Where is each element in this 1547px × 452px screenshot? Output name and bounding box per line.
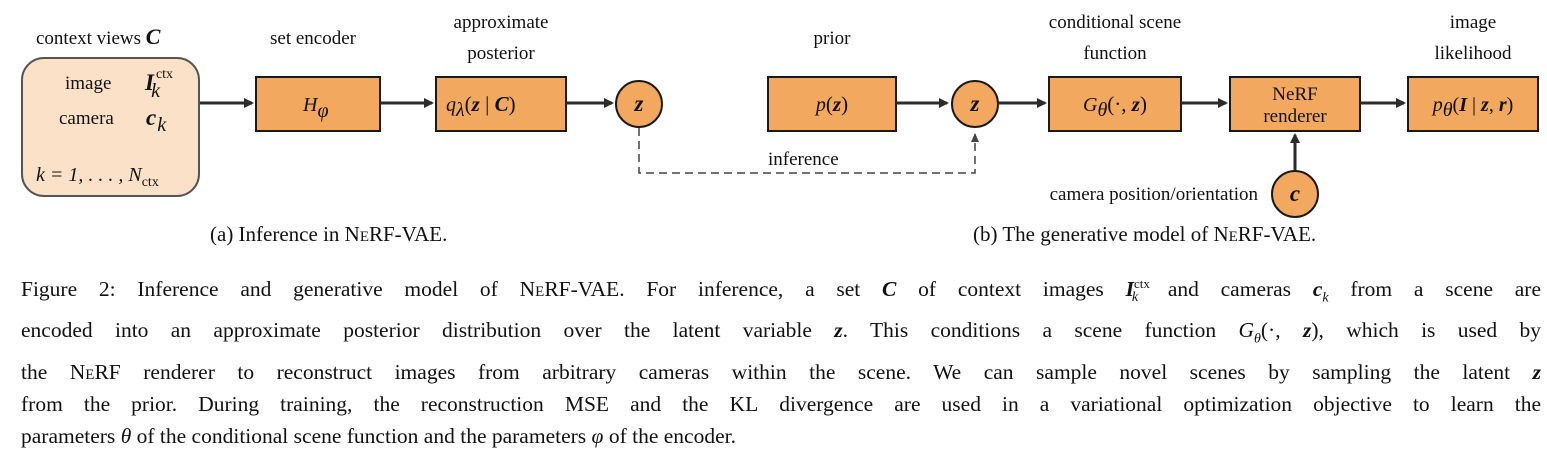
- prior-symbol: p(z): [814, 92, 848, 116]
- nerf-renderer-box: [1229, 76, 1361, 132]
- inference-dashed-link: [638, 128, 979, 174]
- likelihood-symbol: pθ(I | z, r): [1431, 94, 1514, 121]
- prior-label: prior: [814, 28, 852, 49]
- camera-node-symbol: c: [1290, 181, 1300, 206]
- subcaption-a: (a) Inference in NeRF-VAE.: [210, 222, 448, 246]
- likelihood-label-line2: likelihood: [1434, 43, 1512, 64]
- posterior-symbol: qλ(z | C): [446, 92, 516, 121]
- likelihood-label-line1: image: [1450, 12, 1496, 33]
- figure-caption: Figure 2: Inference and generative model…: [21, 268, 1541, 452]
- inference-label: inference: [768, 149, 839, 170]
- scene-function-label-line2: function: [1083, 43, 1147, 64]
- latent-symbol-generative: z: [970, 91, 980, 116]
- context-camera-symbol: ck: [146, 105, 167, 136]
- caption-line-4: from the prior. During training, the rec…: [21, 391, 1542, 416]
- renderer-label-line2: renderer: [1263, 106, 1327, 127]
- latent-symbol-inferred: z: [634, 91, 644, 116]
- camera-position-label: camera position/orientation: [1050, 184, 1259, 205]
- latent-node-inferred: [615, 80, 663, 128]
- scene-function-box: [1048, 76, 1182, 132]
- context-camera-label: camera: [59, 108, 114, 129]
- context-image-label: image: [65, 73, 111, 94]
- posterior-box: [435, 76, 567, 132]
- scene-function-label-line1: conditional scene: [1049, 12, 1181, 33]
- context-views-label: context views C: [36, 24, 161, 49]
- scene-function-symbol: Gθ(·, z): [1083, 92, 1147, 121]
- posterior-label-line2: posterior: [467, 43, 535, 64]
- renderer-label-line1: NeRF: [1272, 84, 1317, 105]
- caption-line-5: parameters θ of the conditional scene fu…: [21, 423, 736, 448]
- likelihood-box: [1407, 76, 1539, 132]
- camera-node: [1271, 170, 1319, 218]
- set-encoder-label: set encoder: [270, 28, 357, 49]
- encoder-symbol: Hφ: [302, 94, 329, 122]
- caption-line-2: encoded into an approximate posterior di…: [21, 318, 1542, 347]
- context-views-box: [21, 57, 200, 197]
- posterior-label-line1: approximate: [454, 12, 549, 33]
- caption-line-1: Figure 2: Inference and generative model…: [21, 276, 1541, 306]
- caption-line-3: the NeRF renderer to reconstruct images …: [21, 359, 1541, 384]
- subcaption-b: (b) The generative model of NeRF-VAE.: [973, 222, 1317, 246]
- context-range: k = 1, . . . , Nctx: [36, 164, 159, 190]
